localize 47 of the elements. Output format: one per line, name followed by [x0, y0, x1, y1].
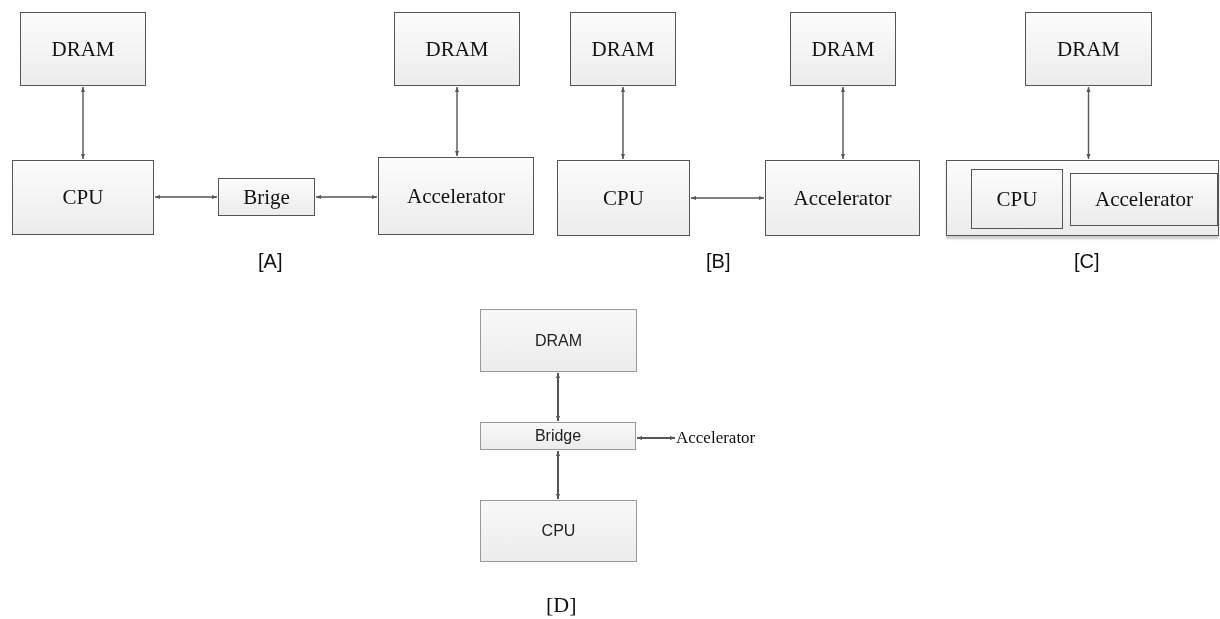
- container-box: [946, 160, 1219, 236]
- arrow: [841, 86, 845, 160]
- box-label: Accelerator: [793, 185, 892, 211]
- box-label: DRAM: [811, 36, 875, 62]
- box-label: Accelerator: [407, 183, 505, 209]
- figure-label: [B]: [706, 250, 731, 273]
- component-box: [480, 309, 637, 372]
- component-box: [480, 500, 637, 562]
- component-box: [394, 12, 520, 86]
- arrow: [556, 450, 560, 500]
- box-label: Bridge: [534, 427, 582, 445]
- box-label: CPU: [603, 185, 644, 211]
- component-box: [20, 12, 146, 86]
- arrow: [690, 196, 765, 200]
- component-box: [790, 12, 896, 86]
- arrow: [1086, 86, 1091, 160]
- arrow: [636, 436, 676, 440]
- box-label: DRAM: [425, 36, 489, 62]
- box-label: Brige: [243, 184, 290, 210]
- figure-label: [A]: [258, 250, 283, 273]
- component-box: [1070, 173, 1218, 226]
- component-box: [218, 178, 315, 216]
- box-label: CPU: [996, 186, 1038, 212]
- component-box: [765, 160, 920, 236]
- box-label: DRAM: [591, 36, 655, 62]
- component-box: [480, 422, 636, 450]
- arrow: [81, 86, 85, 160]
- box-label: DRAM: [1057, 36, 1120, 62]
- box-label: CPU: [62, 185, 104, 210]
- box-label: Accelerator: [1095, 187, 1193, 212]
- arrow: [455, 86, 459, 157]
- box-label: DRAM: [534, 331, 583, 350]
- component-label: Accelerator: [676, 428, 772, 448]
- arrow: [556, 372, 560, 422]
- component-box: [378, 157, 534, 235]
- figure-label: [D]: [546, 592, 577, 618]
- component-box: [12, 160, 154, 235]
- component-box: [570, 12, 676, 86]
- box-label: DRAM: [51, 36, 115, 62]
- component-box: [1025, 12, 1152, 86]
- arrow: [621, 86, 625, 160]
- component-box: [971, 169, 1063, 229]
- component-box: [557, 160, 690, 236]
- figure-label: [C]: [1074, 250, 1100, 273]
- arrow: [315, 195, 378, 199]
- arrow: [154, 195, 218, 199]
- box-label: CPU: [541, 522, 576, 540]
